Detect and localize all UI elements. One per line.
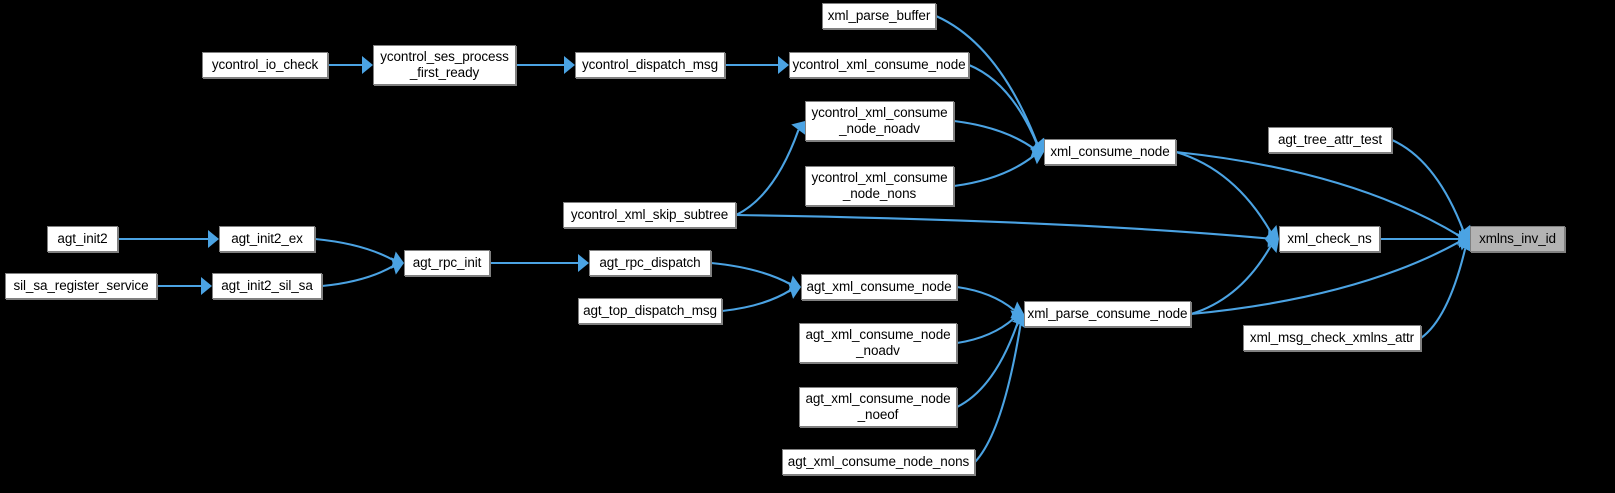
node-xml_parse_consume_node[interactable]: xml_parse_consume_node [1024,301,1191,327]
arrowhead-agt_init2_sil_sa-to-agt_rpc_init [390,257,404,275]
arrowhead-ycontrol_xml_consume_node_nons-to-xml_consume_node [1030,147,1044,165]
arrowhead-xml_parse_consume_node-to-xml_check_ns [1264,239,1279,253]
edge-ycontrol_xml_consume_node-to-xml_consume_node [968,64,1038,145]
node-xml_parse_buffer[interactable]: xml_parse_buffer [822,3,936,29]
node-agt_init2_ex[interactable]: agt_init2_ex [219,226,315,252]
node-xml_check_ns[interactable]: xml_check_ns [1279,226,1380,252]
node-agt_init2[interactable]: agt_init2 [47,226,118,252]
edge-ycontrol_xml_consume_node_nons-to-xml_consume_node [953,155,1035,188]
node-ycontrol_dispatch_msg[interactable]: ycontrol_dispatch_msg [575,52,725,78]
node-agt_top_dispatch_msg[interactable]: agt_top_dispatch_msg [578,298,722,324]
edge-agt_rpc_dispatch-to-agt_xml_consume_node [710,261,791,286]
edge-xml_consume_node-to-xml_check_ns [1175,150,1272,233]
arrowhead-ycontrol_dispatch_msg-to-ycontrol_xml_consume_node [778,56,789,74]
node-agt_rpc_init[interactable]: agt_rpc_init [404,250,490,276]
node-agt_xml_consume_node_noadv[interactable]: agt_xml_consume_node _noadv [799,323,957,363]
arrowhead-xml_consume_node-to-xml_check_ns [1264,225,1279,239]
arrowhead-agt_init2-to-agt_init2_ex [208,230,219,248]
node-xml_consume_node[interactable]: xml_consume_node [1044,139,1176,165]
arrowhead-ycontrol_io_check-to-ycontrol_ses_process_first_ready [362,56,373,74]
node-ycontrol_xml_consume_node[interactable]: ycontrol_xml_consume_node [789,52,969,78]
node-agt_tree_attr_test[interactable]: agt_tree_attr_test [1268,127,1392,153]
edge-agt_top_dispatch_msg-to-agt_xml_consume_node [721,289,792,313]
arrowhead-sil_sa_register_service-to-agt_init2_sil_sa [201,277,212,295]
node-xmlns_inv_id[interactable]: xmlns_inv_id [1470,226,1565,252]
edge-agt_xml_consume_node-to-xml_parse_consume_node [956,285,1015,311]
edge-agt_xml_consume_node_noadv-to-xml_parse_consume_node [956,317,1015,345]
edge-ycontrol_xml_skip_subtree-to-xml_check_ns [735,213,1269,240]
edge-ycontrol_xml_skip_subtree-to-ycontrol_xml_consume_node_noadv [735,129,800,216]
node-ycontrol_xml_skip_subtree[interactable]: ycontrol_xml_skip_subtree [563,202,736,228]
edge-xml_parse_buffer-to-xml_consume_node [935,15,1039,144]
arrowhead-ycontrol_ses_process_first_ready-to-ycontrol_dispatch_msg [564,56,575,74]
edge-xml_parse_consume_node-to-xml_check_ns [1190,245,1272,316]
edge-xml_consume_node-to-xmlns_inv_id [1175,150,1460,237]
edge-agt_xml_consume_node_nons-to-xml_parse_consume_node [974,324,1022,463]
node-ycontrol_xml_consume_node_nons[interactable]: ycontrol_xml_consume _node_nons [805,166,954,206]
node-agt_xml_consume_node_noeof[interactable]: agt_xml_consume_node _noeof [799,387,957,427]
node-xml_msg_check_xmlns_attr[interactable]: xml_msg_check_xmlns_attr [1243,325,1421,351]
arrowhead-agt_top_dispatch_msg-to-agt_xml_consume_node [787,281,801,299]
edge-xml_parse_consume_node-to-xmlns_inv_id [1190,240,1460,316]
edge-agt_xml_consume_node_noeof-to-xml_parse_consume_node [956,322,1019,408]
edge-xml_msg_check_xmlns_attr-to-xmlns_inv_id [1420,248,1467,339]
node-ycontrol_ses_process_first_ready[interactable]: ycontrol_ses_process _first_ready [373,45,516,85]
edge-agt_init2_sil_sa-to-agt_rpc_init [321,265,394,288]
node-ycontrol_xml_consume_node_noadv[interactable]: ycontrol_xml_consume _node_noadv [805,101,954,141]
node-agt_rpc_dispatch[interactable]: agt_rpc_dispatch [589,250,711,276]
node-ycontrol_io_check[interactable]: ycontrol_io_check [202,52,328,78]
arrowhead-agt_rpc_init-to-agt_rpc_dispatch [578,254,589,272]
node-agt_init2_sil_sa[interactable]: agt_init2_sil_sa [212,273,322,299]
edge-agt_tree_attr_test-to-xmlns_inv_id [1391,139,1465,231]
arrowhead-xml_msg_check_xmlns_attr-to-xmlns_inv_id [1457,239,1474,253]
edge-ycontrol_xml_consume_node_noadv-to-xml_consume_node [953,119,1035,150]
edge-agt_init2_ex-to-agt_rpc_init [314,237,394,262]
arrowhead-ycontrol_xml_skip_subtree-to-ycontrol_xml_consume_node_noadv [791,121,806,136]
node-agt_xml_consume_node_nons[interactable]: agt_xml_consume_node_nons [782,449,975,475]
node-sil_sa_register_service[interactable]: sil_sa_register_service [5,273,157,299]
node-agt_xml_consume_node[interactable]: agt_xml_consume_node [801,274,957,300]
